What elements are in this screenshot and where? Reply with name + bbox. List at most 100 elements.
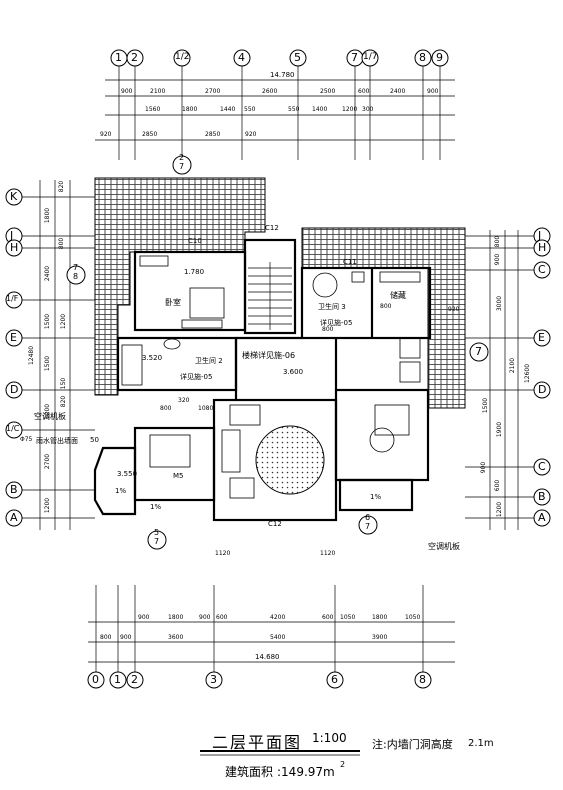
axis-label-bottom: 0 [92, 673, 99, 686]
top-axis-bubbles [110, 49, 449, 67]
axis-label-bottom: 6 [331, 673, 338, 686]
axis-label-left: A [10, 511, 18, 524]
drain-label: 雨水管出墙面 [36, 437, 78, 445]
level-mark: 3.550 [117, 470, 138, 478]
callout-bubbles [66, 155, 489, 550]
dim-top: 900 [427, 88, 439, 95]
dim-bottom: 1050 [340, 614, 356, 621]
dim-top: 1800 [182, 106, 198, 113]
pipe-dia: Φ75 [20, 436, 33, 443]
axis-label-top: 5 [294, 51, 301, 64]
axis-label-left: J [10, 229, 14, 242]
axis-label-right: C [538, 460, 546, 473]
axis-label-bottom: 1 [114, 673, 121, 686]
dim-inner: 800 [322, 326, 334, 333]
dim-left: 1200 [60, 313, 68, 330]
area-unit-sup: 2 [340, 760, 346, 769]
dim-right: 3000 [496, 295, 504, 312]
axis-label-right: A [538, 511, 546, 524]
dim-bottom: 5400 [270, 634, 286, 641]
right-axis-bubbles [533, 227, 551, 527]
dim-bottom-total: 14.680 [255, 653, 280, 661]
axis-label-top: 1/2 [175, 52, 190, 62]
dim-bottom: 1800 [168, 614, 184, 621]
room-bath2: 卫生间 2 [195, 357, 223, 365]
dim-inner: 800 [380, 303, 392, 310]
dim-bottom: 3900 [372, 634, 388, 641]
dim-right: 920 [448, 306, 460, 313]
dim-inner: 320 [178, 397, 190, 404]
dim-bottom: 800 [100, 634, 112, 641]
dim-top: 920 [100, 131, 112, 138]
dim-left: 820 [58, 180, 66, 193]
dim-right: 1900 [496, 421, 504, 438]
dim-top: 600 [358, 88, 370, 95]
axis-label-left: D [10, 383, 19, 396]
dim-left: 820 [60, 395, 68, 408]
dim-right: 600 [494, 479, 502, 492]
dim-left: 2700 [44, 453, 52, 470]
slope-1: 1% [115, 487, 127, 495]
axis-label-left: 1/C [6, 424, 20, 433]
dim-left: 1500 [44, 313, 52, 330]
axis-label-right: B [538, 490, 546, 503]
dim-bottom: 3600 [168, 634, 184, 641]
drawing-note: 注:内墙门洞高度 [372, 738, 453, 751]
dim-left: 1200 [44, 497, 52, 514]
drawing-note-value: 2.1m [468, 738, 494, 749]
slope-2: 1% [150, 503, 162, 511]
callout-br-ref: 7 [365, 522, 371, 531]
beam-mark: C10 [188, 237, 202, 245]
bottom-axis-lines [88, 585, 455, 672]
drawing-title: 二层平面图 [212, 733, 303, 752]
dim-bottom: 600 [216, 614, 228, 621]
axis-label-top: 9 [436, 51, 443, 64]
axis-label-right: E [538, 331, 545, 344]
level-mark: 3.600 [283, 368, 304, 376]
callout-left-ref: 8 [73, 272, 79, 281]
room-bath3: 卫生间 3 [318, 303, 346, 311]
dim-bottom: 1800 [372, 614, 388, 621]
right-axis-lines [465, 230, 540, 530]
room-storage: 储藏 [390, 291, 406, 300]
axis-label-top: 4 [238, 51, 245, 64]
dim-top: 2700 [205, 88, 221, 95]
dim-top: 550 [244, 106, 256, 113]
door-width: 1120 [320, 550, 336, 557]
callout-top-num: 2 [179, 153, 185, 162]
dim-left: 150 [60, 377, 68, 390]
dim-top: 1560 [145, 106, 161, 113]
axis-label-right: C [538, 263, 546, 276]
dim-top: 2850 [142, 131, 158, 138]
axis-label-left: K [10, 190, 18, 203]
dim-right: 800 [494, 235, 502, 248]
callout-bl-ref: 7 [154, 537, 160, 546]
roof-areas [94, 177, 466, 409]
dim-right: 900 [494, 253, 502, 266]
axis-label-top: 8 [419, 51, 426, 64]
dim-inner: 1080 [198, 405, 214, 412]
dim-top: 2400 [390, 88, 406, 95]
dim-top: 1440 [220, 106, 236, 113]
drain-value: 50 [90, 436, 99, 444]
dining-table [255, 425, 325, 495]
walls [93, 238, 432, 522]
door-width: 1120 [215, 550, 231, 557]
stair-steps [248, 262, 292, 330]
axis-label-top: 7 [351, 51, 358, 64]
dim-right: 1200 [496, 501, 504, 518]
room-bath2-sub: 详见施-05 [180, 373, 213, 381]
dim-top: 2500 [320, 88, 336, 95]
dim-bottom: 900 [199, 614, 211, 621]
axis-label-right: J [538, 229, 542, 242]
left-axis-lines [20, 180, 95, 530]
dim-inner: 800 [160, 405, 172, 412]
beam-mark: C11 [343, 258, 357, 266]
dim-top: 900 [121, 88, 133, 95]
axis-label-left: E [10, 331, 17, 344]
callout-bl-num: 5 [154, 528, 160, 537]
dim-top: 300 [362, 106, 374, 113]
callout-top-ref: 7 [179, 162, 185, 171]
bottom-axis-bubbles [87, 671, 432, 689]
